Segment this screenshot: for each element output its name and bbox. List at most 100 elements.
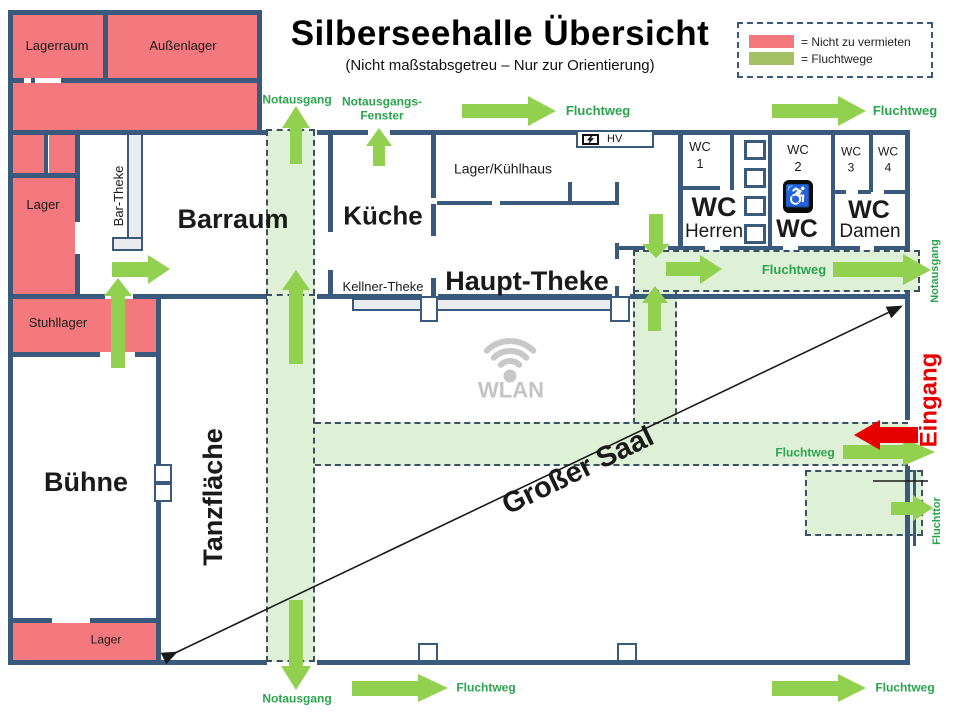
wall — [437, 201, 492, 205]
wall — [730, 130, 734, 190]
wc2-label-wc: WC — [787, 142, 809, 158]
page-subtitle: (Nicht maßstabsgetreu – Nur zur Orientie… — [345, 57, 655, 74]
room-label-haupt-theke: Haupt-Theke — [445, 265, 609, 296]
wall — [720, 246, 783, 250]
arrow-stuhllager-up — [104, 278, 132, 368]
wall — [615, 243, 619, 259]
wall — [317, 130, 368, 135]
wall — [8, 294, 105, 299]
legend-swatch-green — [749, 52, 794, 65]
wall — [682, 186, 720, 190]
arrow-fluchttor-right — [891, 495, 933, 521]
title-block: Silberseehalle Übersicht (Nicht maßstabs… — [250, 14, 750, 74]
wall — [905, 466, 910, 662]
route-label-fluchttor: Fluchttor — [931, 497, 944, 545]
arrow-notausgang-top — [282, 106, 310, 164]
arrow-fluchtweg-bottom-1 — [352, 674, 448, 702]
wc-stall-4 — [744, 224, 766, 244]
room-label-lager-bottom: Lager — [90, 632, 122, 647]
room-label-barraum: Barraum — [177, 203, 289, 234]
arrow-saal-right — [843, 438, 935, 466]
wall — [668, 246, 705, 250]
legend-row-not-rentable: = Nicht zu vermieten — [749, 33, 931, 50]
wall — [103, 10, 108, 83]
arrow-wc-down — [642, 214, 670, 258]
wall — [869, 130, 873, 192]
room-label-kueche: Küche — [343, 200, 423, 231]
route-label-fluchtweg-saal: Fluchtweg — [775, 445, 835, 460]
route-label-fenster-line1: Notausgangs- — [341, 94, 423, 109]
hv-distribution-box: HV — [576, 130, 654, 148]
arrow-saal-corridor-up — [642, 286, 668, 331]
wall — [8, 78, 24, 83]
route-label-notausgang-bottom: Notausgang — [262, 691, 332, 706]
wall — [8, 618, 52, 623]
route-label-fenster-line2: Fenster — [360, 108, 404, 123]
wc-stall-2 — [744, 168, 766, 188]
wall — [31, 78, 35, 83]
wc3-label-num: 3 — [847, 160, 855, 175]
arrow-corridor-mid-up — [282, 270, 310, 364]
wall — [8, 10, 13, 665]
wall — [257, 10, 262, 132]
wifi-dot — [503, 369, 517, 383]
legend-label-green: = Fluchtwege — [801, 51, 873, 66]
legend-swatch-red — [749, 35, 794, 48]
wc-herren-label-wc: WC — [691, 191, 737, 222]
arrow-corridor-bottom-down — [281, 600, 311, 690]
wall — [884, 190, 908, 194]
legend: = Nicht zu vermieten = Fluchtwege — [737, 22, 933, 78]
route-label-fluchtweg-bottom-2: Fluchtweg — [875, 680, 935, 695]
wall — [568, 182, 572, 202]
wall — [438, 294, 612, 299]
route-label-fluchtweg-top-2: Fluchtweg — [872, 103, 938, 119]
wc4-label-wc: WC — [878, 144, 898, 159]
wall — [617, 246, 645, 250]
room-label-lager-kuehlhaus: Lager/Kühlhaus — [453, 160, 553, 177]
wc-stall-3 — [744, 196, 766, 216]
wall — [328, 130, 333, 232]
wc-damen-label: Damen — [839, 221, 901, 243]
wall — [630, 294, 908, 299]
room-label-stuhllager: Stuhllager — [28, 315, 88, 331]
room-label-lager: Lager — [26, 197, 60, 213]
wall — [831, 130, 835, 248]
arrow-wc-long-right — [833, 254, 931, 285]
wc-herren-label: Herren — [684, 221, 744, 243]
wall — [500, 201, 619, 205]
hall-diagonal-arrow — [160, 305, 903, 665]
wall — [317, 294, 422, 299]
wall — [61, 78, 262, 83]
wheelchair-icon: ♿ — [783, 180, 813, 213]
room-label-tanzflaeche: Tanzfläche — [197, 428, 228, 566]
room-fill-small-2 — [49, 135, 75, 173]
hv-label: HV — [607, 133, 623, 145]
route-label-fluchtweg-top-1: Fluchtweg — [565, 103, 631, 119]
route-label-eingang: Eingang — [915, 352, 943, 448]
arrow-fluchtweg-top-2 — [772, 96, 866, 126]
arrow-notausgangs-fenster — [366, 128, 392, 166]
room-label-kellner-theke: Kellner-Theke — [342, 279, 424, 295]
wall — [8, 173, 80, 178]
wall — [798, 246, 860, 250]
wall — [615, 182, 619, 202]
room-label-bar-theke: Bar-Theke — [111, 165, 127, 227]
wall — [90, 618, 160, 623]
arrow-fluchtweg-bottom-2 — [772, 674, 866, 702]
wall — [75, 254, 80, 298]
room-fill-lager-bottom — [13, 623, 156, 660]
room-fill-strip — [13, 83, 257, 130]
room-fill-stuhllager — [13, 299, 156, 352]
wall — [431, 130, 436, 198]
wc1-label-num: 1 — [696, 156, 704, 172]
wc-damen-label-wc: WC — [848, 195, 890, 224]
bar-counter-foot — [112, 237, 143, 251]
room-fill-lager — [13, 178, 75, 294]
wc2-label-wc-big: WC — [776, 214, 818, 243]
wall — [905, 292, 910, 420]
wall — [8, 352, 100, 357]
wall — [905, 130, 910, 248]
wall — [44, 132, 48, 175]
